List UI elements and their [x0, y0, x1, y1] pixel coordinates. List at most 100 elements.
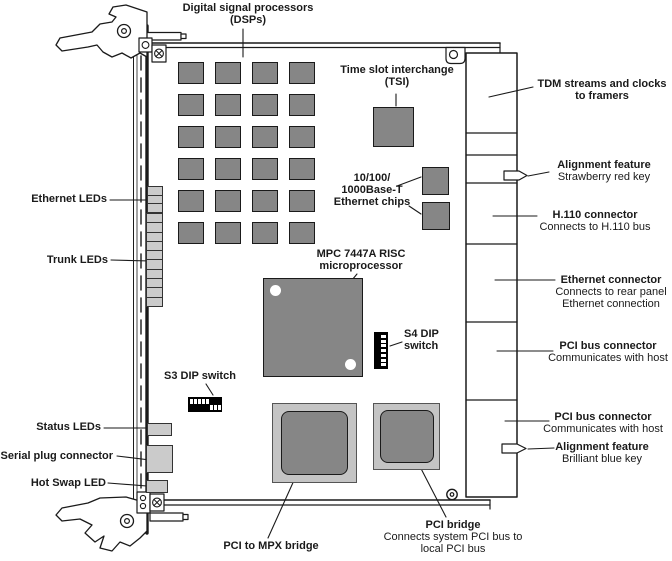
ear-screw-hole: [448, 49, 459, 60]
dsp-chip: [252, 126, 278, 148]
label-mpc-line1: MPC 7447A RISC: [316, 248, 406, 260]
s3-dip-position: [194, 399, 197, 404]
label-hot-swap-title: Hot Swap LED: [30, 477, 106, 489]
dsp-chip: [252, 158, 278, 180]
status-led-block: [147, 423, 172, 436]
trunk-led: [147, 214, 162, 224]
s4-dip-position: [381, 363, 386, 367]
s4-dip-position: [381, 353, 386, 357]
s3-dip-position: [210, 405, 213, 410]
label-s4-dip-line1: S4 DIP: [404, 328, 439, 340]
backplane-connector-column: [465, 52, 518, 498]
label-s3-dip: S3 DIP switch: [164, 370, 236, 382]
dsp-chip: [252, 94, 278, 116]
dsp-chip: [215, 222, 241, 244]
label-pci-bus-2: PCI bus connector Communicates with host: [523, 411, 672, 435]
tsi-chip: [373, 107, 414, 147]
dsp-chip: [178, 94, 204, 116]
alignment-key-blue: [501, 443, 527, 454]
label-alignment-bottom-desc: Brilliant blue key: [561, 453, 643, 465]
alignment-key-strawberry: [503, 170, 528, 181]
trunk-led: [147, 260, 162, 270]
dsp-chip: [178, 158, 204, 180]
label-ethernet-leds: Ethernet LEDs: [31, 193, 107, 205]
label-h110-desc: Connects to H.110 bus: [539, 221, 651, 233]
dsp-chip: [215, 94, 241, 116]
label-ethernet-connector-title: Ethernet connector: [560, 274, 662, 286]
s3-dip-switch: [188, 397, 222, 412]
serial-plug-connector-block: [146, 445, 173, 473]
label-mpc-line2: microprocessor: [319, 260, 403, 272]
s3-dip-position: [218, 405, 221, 410]
ethernet-chip-1: [422, 167, 449, 195]
ethernet-led-block: [147, 186, 163, 213]
dsp-chip: [289, 62, 315, 84]
faceplate: [133, 24, 149, 535]
label-tdm-line2: to framers: [575, 90, 629, 102]
label-ethernet-chips-line3: Ethernet chips: [333, 196, 411, 208]
trunk-led: [147, 288, 162, 298]
label-mpx-bridge: PCI to MPX bridge: [191, 540, 351, 552]
s4-dip-position: [381, 349, 386, 353]
trunk-led: [147, 233, 162, 242]
label-alignment-bottom: Alignment feature Brilliant blue key: [522, 441, 672, 465]
label-dsps-title: Digital signal processors: [182, 2, 314, 14]
label-ethernet-leds-title: Ethernet LEDs: [31, 193, 107, 205]
label-s4-dip-line2: switch: [404, 340, 439, 352]
dsp-chip: [289, 190, 315, 212]
chip-pin-marker: [345, 359, 356, 370]
label-trunk-leds: Trunk LEDs: [47, 254, 108, 266]
dsp-chip: [178, 62, 204, 84]
label-pci-bus-2-desc: Communicates with host: [543, 423, 663, 435]
label-tdm-line1: TDM streams and clocks: [537, 78, 667, 90]
s4-dip-switch: [374, 332, 388, 369]
dsp-chip: [289, 222, 315, 244]
label-ethernet-chips: 10/100/ 1000Base-T Ethernet chips: [312, 172, 432, 208]
trunk-led: [147, 298, 162, 306]
chip-pin1-marker: [270, 285, 281, 296]
s3-dip-position: [190, 399, 193, 404]
label-h110-title: H.110 connector: [552, 209, 638, 221]
label-dsps-subtitle: (DSPs): [229, 14, 267, 26]
trunk-led: [147, 270, 162, 280]
label-ethernet-connector: Ethernet connector Connects to rear pane…: [531, 274, 672, 310]
top-ejector-latch: [55, 4, 167, 63]
label-pci-bridge-desc1: Connects system PCI bus to: [383, 531, 523, 543]
pci-bridge-die: [380, 410, 434, 463]
dsp-chip: [289, 158, 315, 180]
s3-dip-position: [206, 399, 209, 404]
ethernet-led: [148, 187, 162, 196]
board-outline: [147, 42, 501, 510]
label-h110: H.110 connector Connects to H.110 bus: [515, 209, 672, 233]
label-pci-bus-1-desc: Communicates with host: [548, 352, 668, 364]
ethernet-led: [148, 204, 162, 212]
ethernet-chip-2: [422, 202, 450, 230]
dsp-chip: [252, 62, 278, 84]
label-s4-dip: S4 DIP switch: [404, 328, 439, 352]
label-alignment-top: Alignment feature Strawberry red key: [524, 159, 672, 183]
label-tsi-subtitle: (TSI): [384, 76, 410, 88]
label-alignment-top-title: Alignment feature: [557, 159, 651, 171]
label-hot-swap: Hot Swap LED: [31, 477, 106, 489]
dsp-chip: [215, 62, 241, 84]
label-status-leds: Status LEDs: [36, 421, 101, 433]
label-dsps: Digital signal processors (DSPs): [148, 2, 348, 26]
mpc-7447a-chip: [263, 278, 363, 377]
label-tsi-title: Time slot interchange: [340, 64, 454, 76]
trunk-led: [147, 242, 162, 252]
label-pci-bus-1-title: PCI bus connector: [559, 340, 657, 352]
s3-dip-position: [214, 405, 217, 410]
label-tdm: TDM streams and clocks to framers: [522, 78, 672, 102]
ethernet-led: [148, 196, 162, 205]
label-pci-bridge-title: PCI bridge: [425, 519, 481, 531]
s3-dip-position: [198, 399, 201, 404]
trunk-led-block: [146, 213, 163, 307]
s3-dip-position: [202, 399, 205, 404]
label-s3-dip-title: S3 DIP switch: [164, 370, 236, 382]
dsp-chip: [289, 94, 315, 116]
dsp-chip: [178, 126, 204, 148]
label-pci-bus-1: PCI bus connector Communicates with host: [528, 340, 672, 364]
trunk-led: [147, 223, 162, 233]
